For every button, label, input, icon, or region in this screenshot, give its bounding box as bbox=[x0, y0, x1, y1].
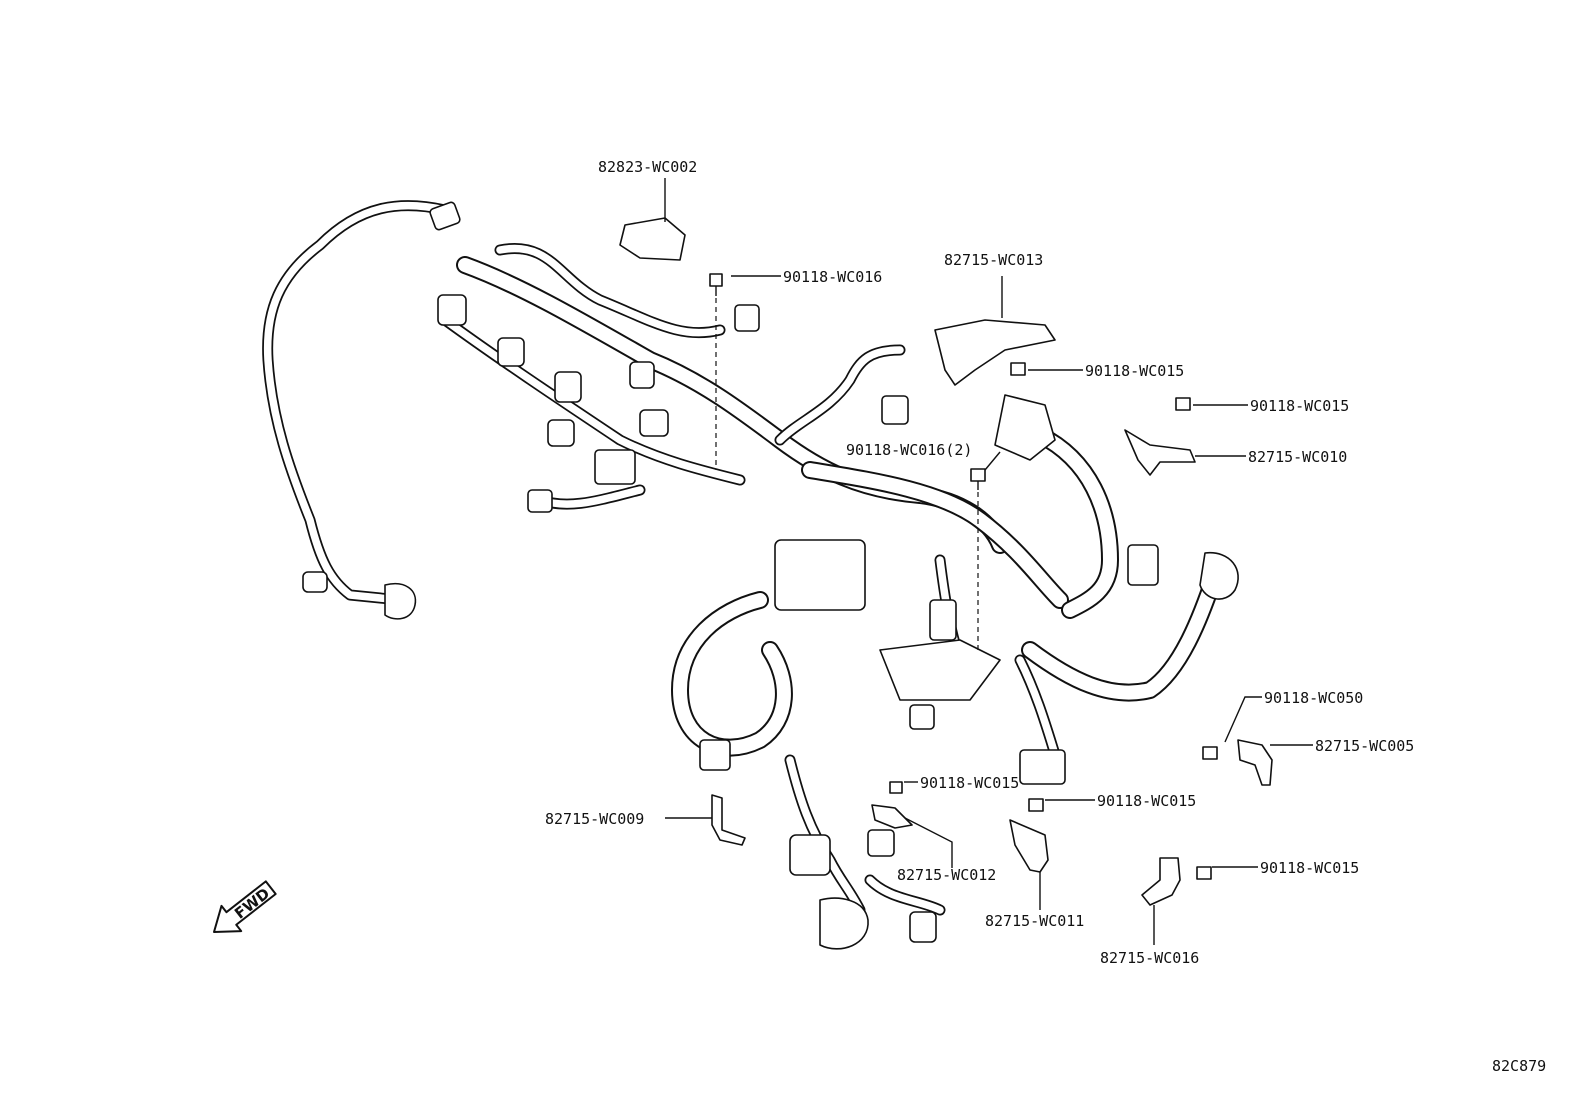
callout-90118-wc016-2: 90118-WC016(2) bbox=[846, 441, 972, 459]
callout-82715-wc013: 82715-WC013 bbox=[944, 251, 1043, 269]
bolt-90118-wc016-2 bbox=[970, 468, 986, 490]
bolt-90118-wc015-d bbox=[1028, 798, 1044, 812]
bracket-82715-wc010 bbox=[1124, 429, 1196, 476]
callout-82715-wc005: 82715-WC005 bbox=[1315, 737, 1414, 755]
bracket-82715-wc011 bbox=[1009, 819, 1049, 873]
callout-90118-wc016: 90118-WC016 bbox=[783, 268, 882, 286]
callout-90118-wc015-d: 90118-WC015 bbox=[1097, 792, 1196, 810]
bracket-82715-wc005 bbox=[1237, 739, 1273, 786]
diagram-id: 82C879 bbox=[1492, 1057, 1546, 1075]
callout-90118-wc015-a: 90118-WC015 bbox=[1085, 362, 1184, 380]
leader-lines bbox=[664, 178, 1313, 945]
bolt-90118-wc016 bbox=[709, 273, 723, 296]
bracket-82715-wc016 bbox=[1141, 857, 1181, 906]
bolt-90118-wc015-b bbox=[1175, 397, 1191, 411]
callout-82715-wc011: 82715-WC011 bbox=[985, 912, 1084, 930]
callout-82823-wc002: 82823-WC002 bbox=[598, 158, 697, 176]
bolt-90118-wc015-c bbox=[889, 781, 903, 794]
bolt-90118-wc050 bbox=[1202, 746, 1218, 760]
callout-90118-wc015-e: 90118-WC015 bbox=[1260, 859, 1359, 877]
harness-connectors bbox=[302, 201, 1239, 950]
bolt-90118-wc015-a bbox=[1010, 362, 1026, 376]
bracket-82715-wc009 bbox=[711, 794, 746, 846]
fwd-arrow-icon: FWD bbox=[213, 880, 277, 933]
callout-90118-wc015-c: 90118-WC015 bbox=[920, 774, 1019, 792]
callout-82715-wc010: 82715-WC010 bbox=[1248, 448, 1347, 466]
callout-82715-wc016: 82715-WC016 bbox=[1100, 949, 1199, 967]
callout-82715-wc009: 82715-WC009 bbox=[545, 810, 644, 828]
bolt-90118-wc015-e bbox=[1196, 866, 1212, 880]
bracket-82715-wc013 bbox=[934, 319, 1056, 386]
cover-part-82823-wc002 bbox=[619, 217, 686, 261]
callout-90118-wc050: 90118-WC050 bbox=[1264, 689, 1363, 707]
loose-parts bbox=[619, 217, 1273, 906]
bracket-82715-wc012 bbox=[871, 804, 913, 829]
callout-90118-wc015-b: 90118-WC015 bbox=[1250, 397, 1349, 415]
callout-82715-wc012: 82715-WC012 bbox=[897, 866, 996, 884]
callout-labels: 82823-WC002 90118-WC016 82715-WC013 9011… bbox=[545, 158, 1414, 967]
